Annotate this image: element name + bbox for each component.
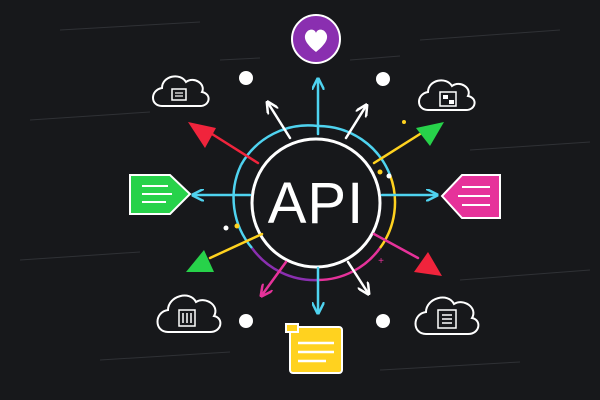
bottom-document-card [285, 323, 343, 374]
api-hub: API [250, 137, 382, 269]
decor-dots [223, 71, 406, 328]
cloud-icon [414, 296, 480, 335]
heart-badge [291, 14, 341, 64]
cloud-top-right [418, 79, 476, 111]
cloud-top-left [152, 75, 210, 107]
cloud-icon [152, 75, 210, 107]
arrow-green-upright-line [372, 132, 422, 165]
document-list-icon [142, 185, 172, 203]
background-texture [19, 21, 591, 371]
arrow-down-left [262, 260, 288, 295]
red-triangle-upleft [188, 122, 216, 148]
green-triangle-upright [416, 122, 444, 146]
cloud-icon [156, 294, 222, 333]
plus-mark: + [378, 256, 384, 267]
cloud-bottom-right [414, 296, 480, 335]
arrow-red-downright-line [372, 232, 420, 260]
arrows [194, 80, 436, 312]
document-list-icon [298, 341, 334, 363]
cloud-bottom-left [156, 294, 222, 333]
arrow-up-left [268, 103, 292, 140]
arrow-down-right [346, 260, 368, 293]
arrow-red-upleft-line [210, 132, 260, 165]
arrow-green-downleft-line [208, 232, 264, 260]
arrow-up-right [344, 106, 366, 140]
left-document-card [129, 174, 192, 215]
red-triangle-downright [414, 252, 442, 276]
right-document-card [440, 174, 501, 219]
heart-icon [304, 29, 328, 52]
green-triangle-downleft [186, 250, 214, 272]
api-label: API [268, 171, 365, 236]
document-list-icon [458, 186, 490, 206]
